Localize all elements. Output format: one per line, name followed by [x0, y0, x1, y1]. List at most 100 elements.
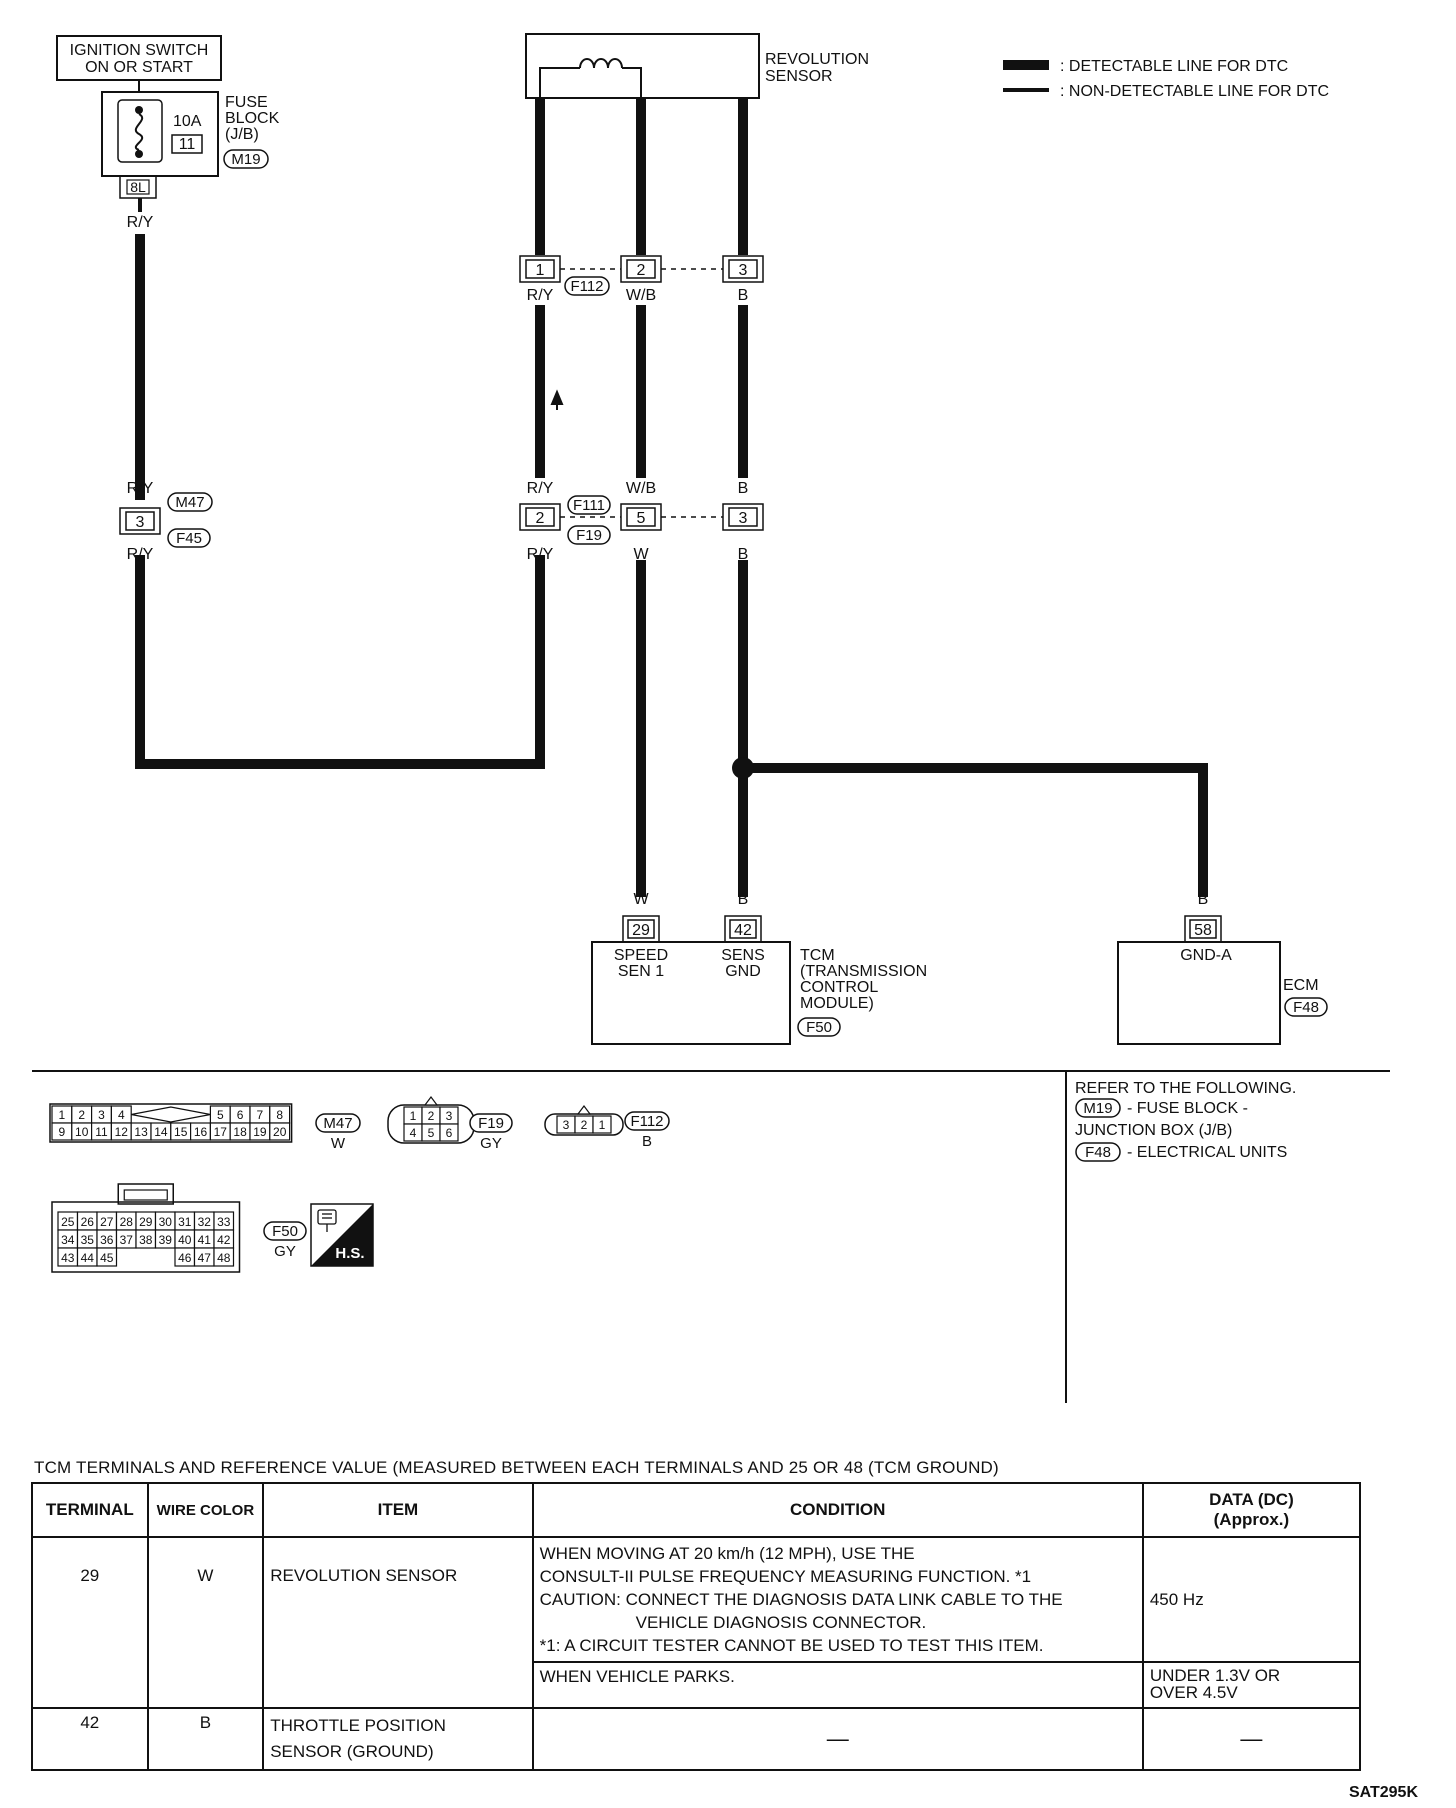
svg-text:15: 15: [174, 1125, 188, 1139]
f50-view-color: GY: [274, 1243, 296, 1260]
legend-detectable-label: : DETECTABLE LINE FOR DTC: [1060, 58, 1288, 75]
legend-detectable-swatch: [1003, 60, 1049, 70]
m47-view-pin-16: 16: [190, 1122, 212, 1141]
legend: : DETECTABLE LINE FOR DTC : NON-DETECTAB…: [1003, 58, 1329, 100]
legend-non-detectable-swatch: [1003, 88, 1049, 92]
tcm-name-l2: (TRANSMISSION: [800, 963, 927, 980]
fuse-block-label-l2: BLOCK: [225, 110, 280, 127]
svg-text:3: 3: [563, 1118, 570, 1132]
f50-view-pin-25: 25: [57, 1211, 79, 1231]
m47-view-pin-7: 7: [249, 1105, 271, 1124]
connector-f111-group: R/Y W/B B 2 5 3 F111 F19 R/Y W B: [519, 480, 764, 563]
ecm-pin-58: 58: [1194, 922, 1212, 939]
f50-view-pin-40: 40: [174, 1229, 196, 1249]
m47-view-pin-11: 11: [90, 1122, 112, 1141]
table-row: 29 W REVOLUTION SENSOR WHEN MOVING AT 20…: [31, 1536, 1362, 1709]
row1-data-a: 450 Hz: [1141, 1536, 1362, 1663]
row1-cond-line1: WHEN MOVING AT 20 km/h (12 MPH), USE THE: [539, 1544, 915, 1563]
f112-view-pin-1: 1: [592, 1115, 612, 1134]
svg-text:17: 17: [214, 1125, 228, 1139]
f111-pin-5: 5: [620, 503, 662, 531]
fuse-block-label-l3: (J/B): [225, 126, 259, 143]
m47-view-pin-18: 18: [229, 1122, 251, 1141]
m47-view-color: W: [331, 1135, 346, 1152]
header-terminal: TERMINAL: [31, 1482, 149, 1538]
f112-pin-1: 1: [519, 255, 561, 283]
m47-view-pin-9: 9: [51, 1122, 73, 1141]
f19-view-pin-5: 5: [421, 1123, 441, 1142]
f50-view-pin-35: 35: [76, 1229, 98, 1249]
refer-f48-text: - ELECTRICAL UNITS: [1127, 1144, 1287, 1161]
f50-view-pin-44: 44: [76, 1247, 98, 1267]
m47-wire-top: R/Y: [127, 480, 154, 497]
row1-cond-line2: CONSULT-II PULSE FREQUENCY MEASURING FUN…: [539, 1567, 1032, 1586]
figure-code: SAT295K: [1348, 1784, 1418, 1801]
svg-text:45: 45: [100, 1251, 114, 1265]
row1-cond-line3: CAUTION: CONNECT THE DIAGNOSIS DATA LINK…: [539, 1590, 1063, 1609]
svg-text:40: 40: [178, 1233, 192, 1247]
connector-f112-group: 1 2 3 F112 R/Y W/B B: [519, 255, 764, 304]
tcm-wire-42: B: [738, 891, 749, 908]
row1-cond-line5: *1: A CIRCUIT TESTER CANNOT BE USED TO T…: [539, 1636, 1044, 1655]
svg-text:19: 19: [253, 1125, 267, 1139]
connector-m47-group: R/Y 3 M47 F45 R/Y: [119, 480, 213, 563]
fuse-block: 10A 11 FUSE BLOCK (J/B) M19 8L R/Y: [101, 91, 280, 231]
ecm-wire: B: [1198, 891, 1209, 908]
svg-text:2: 2: [428, 1109, 435, 1123]
tcm-name-l3: CONTROL: [800, 979, 878, 996]
f111-connector-id: F111: [573, 497, 605, 514]
connector-plug-icon: [317, 1209, 337, 1232]
svg-text:3: 3: [739, 262, 748, 279]
f50-view-pin-47: 47: [193, 1247, 215, 1267]
svg-text:26: 26: [81, 1215, 95, 1229]
f50-view-pin-41: 41: [193, 1229, 215, 1249]
svg-text:34: 34: [61, 1233, 75, 1247]
f19-view-pin-3: 3: [439, 1106, 459, 1125]
svg-text:7: 7: [257, 1108, 264, 1122]
f111-wire-bottom-2: W: [633, 546, 649, 563]
fuse-block-label-l1: FUSE: [225, 94, 268, 111]
svg-text:9: 9: [59, 1125, 66, 1139]
header-wire-color: WIRE COLOR: [146, 1482, 265, 1538]
f50-view-pin-38: 38: [135, 1229, 157, 1249]
m47-view-pin-4: 4: [110, 1105, 132, 1124]
m47-view-pin-10: 10: [71, 1122, 93, 1141]
f112-pin-2: 2: [620, 255, 662, 283]
row1-data-b: UNDER 1.3V OR OVER 4.5V: [1141, 1661, 1362, 1709]
row2-item-l1: THROTTLE POSITION: [270, 1716, 446, 1735]
f50-latch-icon: [117, 1183, 174, 1205]
tcm-label-29-l1: SPEED: [614, 947, 668, 964]
svg-text:5: 5: [637, 510, 646, 527]
svg-text:14: 14: [154, 1125, 168, 1139]
svg-text:3: 3: [739, 510, 748, 527]
row2-data: —: [1141, 1707, 1362, 1771]
f19-view-pin-6: 6: [439, 1123, 459, 1142]
svg-text:2: 2: [637, 262, 646, 279]
svg-text:36: 36: [100, 1233, 114, 1247]
svg-text:25: 25: [61, 1215, 75, 1229]
header-data-l2: (Approx.): [1213, 1510, 1290, 1529]
svg-text:4: 4: [410, 1126, 417, 1140]
ignition-switch: IGNITION SWITCH ON OR START: [56, 35, 222, 81]
svg-text:35: 35: [81, 1233, 95, 1247]
f112-key-icon: [576, 1105, 592, 1115]
f50-view-pin-29: 29: [135, 1211, 157, 1231]
row1-condition-a: WHEN MOVING AT 20 km/h (12 MPH), USE THE…: [531, 1536, 1144, 1663]
refer-f48-id: F48: [1085, 1144, 1111, 1161]
f111-wire-top-2: W/B: [626, 480, 656, 497]
m47-view-pin-6: 6: [229, 1105, 251, 1124]
m47-wire-bottom: R/Y: [127, 546, 154, 563]
m47-view-pin-19: 19: [249, 1122, 271, 1141]
m47-view-pin-20: 20: [269, 1122, 291, 1141]
f19-connector-id: F19: [576, 527, 602, 544]
m47-view-pin-17: 17: [209, 1122, 231, 1141]
f50-view-pin-28: 28: [115, 1211, 137, 1231]
svg-text:46: 46: [178, 1251, 192, 1265]
svg-text:3: 3: [446, 1109, 453, 1123]
fuse-wire-color: R/Y: [127, 214, 154, 231]
ignition-label-line1: IGNITION SWITCH: [70, 42, 209, 59]
table-header-row: TERMINAL WIRE COLOR ITEM CONDITION DATA …: [31, 1482, 1362, 1538]
svg-text:2: 2: [581, 1118, 588, 1132]
